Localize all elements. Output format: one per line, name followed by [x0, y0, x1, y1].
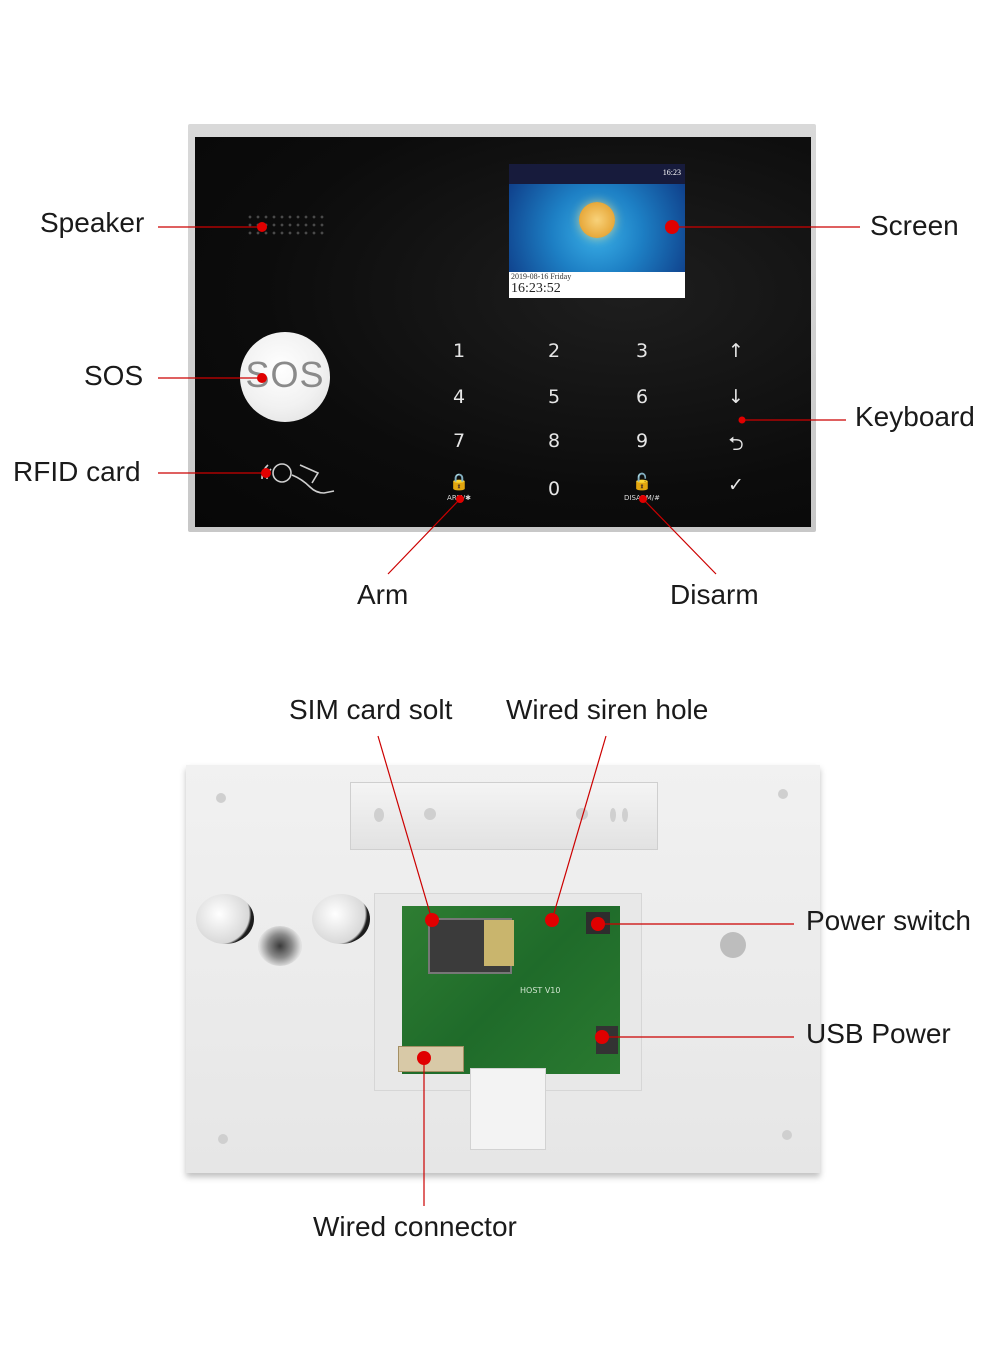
key-6: 6 [635, 386, 649, 408]
siren-marker [545, 913, 559, 927]
speaker-marker [257, 222, 267, 232]
sim-card [484, 920, 514, 966]
key-0: 0 [547, 478, 561, 500]
power-switch-marker [591, 917, 605, 931]
disarm-label: Disarm [670, 579, 759, 610]
power-switch-label: Power switch [806, 905, 971, 936]
arm-marker [456, 495, 464, 503]
key-up-arrow-icon: ↑ [728, 340, 744, 362]
sim-leader-line [377, 735, 433, 921]
disarm-marker [639, 495, 647, 503]
key-9: 9 [635, 430, 649, 452]
sos-button [240, 332, 330, 422]
wired-connector-label: Wired connector [313, 1211, 517, 1242]
disarm-leader-line [642, 498, 717, 575]
key-8: 8 [547, 430, 561, 452]
speaker-label: Speaker [40, 207, 145, 238]
key-7: 7 [452, 430, 466, 452]
pcb-label: HOST V10 [520, 986, 561, 995]
lock-icon [579, 202, 615, 238]
rfid-marker [261, 468, 271, 478]
bracket-hole [576, 808, 588, 820]
wired-connector [398, 1046, 464, 1072]
key-arm-lock-icon: 🔒 [449, 472, 469, 491]
connector-marker [417, 1051, 431, 1065]
stand-tab [470, 1068, 546, 1150]
rubber-foot [196, 894, 254, 944]
arm-leader-line [387, 498, 461, 575]
lcd-time: 16:23:52 [511, 281, 561, 296]
sim-marker [425, 913, 439, 927]
usb-power-label: USB Power [806, 1018, 951, 1049]
keyboard-label: Keyboard [855, 401, 975, 432]
sim-slot-label: SIM card solt [289, 694, 453, 725]
screw-hole [216, 793, 226, 803]
siren-hole-label: Wired siren hole [506, 694, 709, 725]
lcd-status-bar: 16:23 [509, 164, 685, 184]
bracket-slot [622, 808, 628, 822]
arm-label: Arm [357, 579, 409, 610]
bracket-slot [374, 808, 384, 822]
sos-label: SOS [84, 360, 144, 391]
lcd-datetime: 2019-08-16 Friday 16:23:52 [509, 272, 685, 298]
key-2: 2 [547, 340, 561, 362]
key-back-icon: ⮌ [728, 433, 744, 455]
rubber-foot [312, 894, 370, 944]
key-1: 1 [452, 340, 466, 362]
front-device-face [195, 137, 811, 527]
key-down-arrow-icon: ↓ [728, 386, 744, 408]
key-3: 3 [635, 340, 649, 362]
key-disarm-unlock-icon: 🔓 [632, 472, 652, 491]
key-confirm-icon: ✓ [728, 474, 744, 496]
bracket-slot [610, 808, 616, 822]
sos-marker [257, 373, 267, 383]
screen-marker [665, 220, 679, 234]
lcd-clock: 16:23 [662, 168, 681, 177]
screw-hole [782, 1130, 792, 1140]
rfid-label: RFID card [13, 456, 141, 487]
lcd-date: 2019-08-16 Friday [511, 272, 572, 281]
cable-hole [258, 926, 302, 966]
lcd-screen: 16:23 2019-08-16 Friday 16:23:52 [509, 164, 685, 298]
screw-hole [218, 1134, 228, 1144]
screen-label: Screen [870, 210, 959, 241]
key-5: 5 [547, 386, 561, 408]
siren-leader-line [551, 735, 607, 921]
mount-hole [720, 932, 746, 958]
usb-marker [595, 1030, 609, 1044]
screw-hole [778, 789, 788, 799]
key-4: 4 [452, 386, 466, 408]
bracket-hole [424, 808, 436, 820]
keyboard-marker [738, 416, 746, 424]
lcd-circuit-graphic [509, 184, 685, 272]
